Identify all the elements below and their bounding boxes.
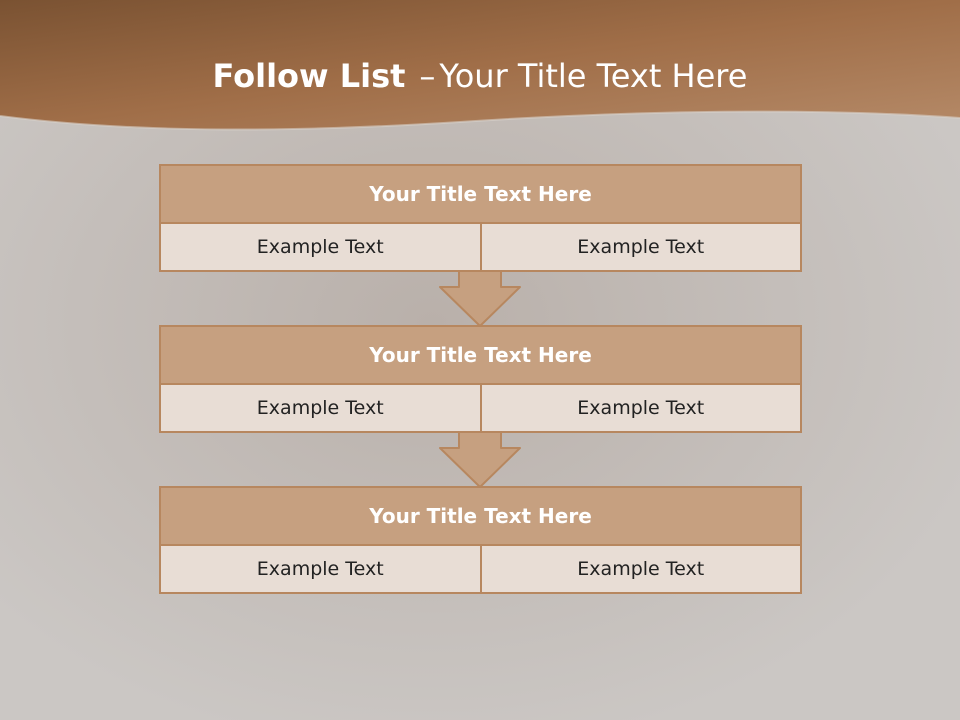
title-bold: Follow List <box>212 57 406 95</box>
title-dash: – <box>419 57 436 95</box>
block-cell: Example Text <box>256 558 384 580</box>
block-cell: Example Text <box>479 546 801 592</box>
block-title: Your Title Text Here <box>161 488 800 546</box>
block-row: Example Text Example Text <box>161 385 800 431</box>
block-row: Example Text Example Text <box>161 546 800 592</box>
down-arrow-icon <box>439 270 521 327</box>
title-rest: Your Title Text Here <box>439 57 748 95</box>
list-block: Your Title Text Here Example Text Exampl… <box>159 486 802 594</box>
down-arrow-icon <box>439 431 521 488</box>
block-cell: Example Text <box>256 236 384 258</box>
slide-title: Follow List–Your Title Text Here <box>0 52 960 100</box>
block-row: Example Text Example Text <box>161 224 800 270</box>
block-title: Your Title Text Here <box>161 166 800 224</box>
list-block: Your Title Text Here Example Text Exampl… <box>159 325 802 433</box>
block-cell: Example Text <box>479 224 801 270</box>
list-block: Your Title Text Here Example Text Exampl… <box>159 164 802 272</box>
block-title: Your Title Text Here <box>161 327 800 385</box>
block-cell: Example Text <box>256 397 384 419</box>
block-cell: Example Text <box>479 385 801 431</box>
